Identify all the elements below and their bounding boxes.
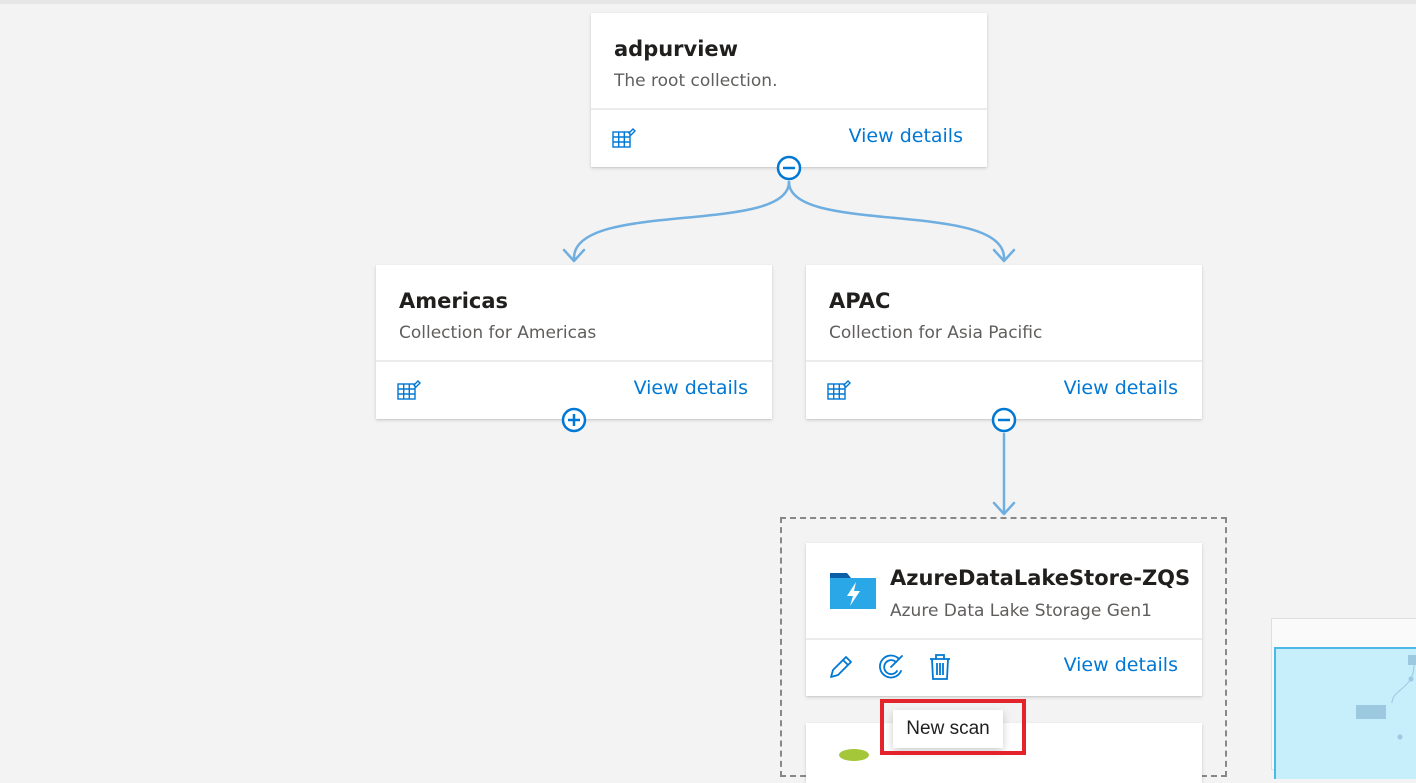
collection-title: adpurview (614, 37, 739, 61)
highlight-box (880, 699, 1026, 755)
data-lake-storage-icon (829, 570, 877, 610)
view-details-link[interactable]: View details (1063, 377, 1178, 399)
edit-pencil-icon[interactable] (827, 653, 855, 681)
minimap[interactable] (1271, 618, 1416, 779)
collection-card-americas: Americas Collection for Americas View de… (376, 265, 772, 419)
new-scan-tooltip: New scan (893, 710, 1003, 748)
view-details-link[interactable]: View details (848, 125, 963, 147)
view-details-link[interactable]: View details (633, 377, 748, 399)
collection-description: Collection for Asia Pacific (829, 323, 1043, 343)
top-bar (0, 0, 1416, 4)
expand-plus-icon[interactable] (561, 407, 587, 433)
collection-description: The root collection. (614, 71, 778, 91)
divider (376, 360, 772, 362)
collection-title: Americas (399, 289, 509, 313)
view-details-link[interactable]: View details (1063, 654, 1178, 676)
new-scan-icon[interactable] (877, 653, 905, 681)
source-type: Azure Data Lake Storage Gen1 (890, 601, 1152, 621)
collection-description: Collection for Americas (399, 323, 597, 343)
minimap-preview (1356, 655, 1416, 740)
divider (591, 108, 987, 110)
collection-connectors (562, 180, 1016, 516)
collapse-minus-icon[interactable] (776, 155, 802, 181)
source-card-adls: AzureDataLakeStore-ZQS Azure Data Lake S… (806, 543, 1202, 696)
table-edit-icon[interactable] (612, 127, 636, 149)
collapse-minus-icon[interactable] (991, 407, 1017, 433)
source-title: AzureDataLakeStore-ZQS (890, 566, 1191, 590)
database-icon (839, 749, 869, 761)
table-edit-icon[interactable] (827, 379, 851, 401)
minimap-viewport[interactable] (1274, 647, 1416, 779)
divider (806, 638, 1202, 640)
table-edit-icon[interactable] (397, 379, 421, 401)
collection-title: APAC (829, 289, 891, 313)
collection-card-apac: APAC Collection for Asia Pacific View de… (806, 265, 1202, 419)
collection-card-root: adpurview The root collection. View deta… (591, 13, 987, 167)
delete-icon[interactable] (927, 653, 953, 681)
divider (806, 360, 1202, 362)
